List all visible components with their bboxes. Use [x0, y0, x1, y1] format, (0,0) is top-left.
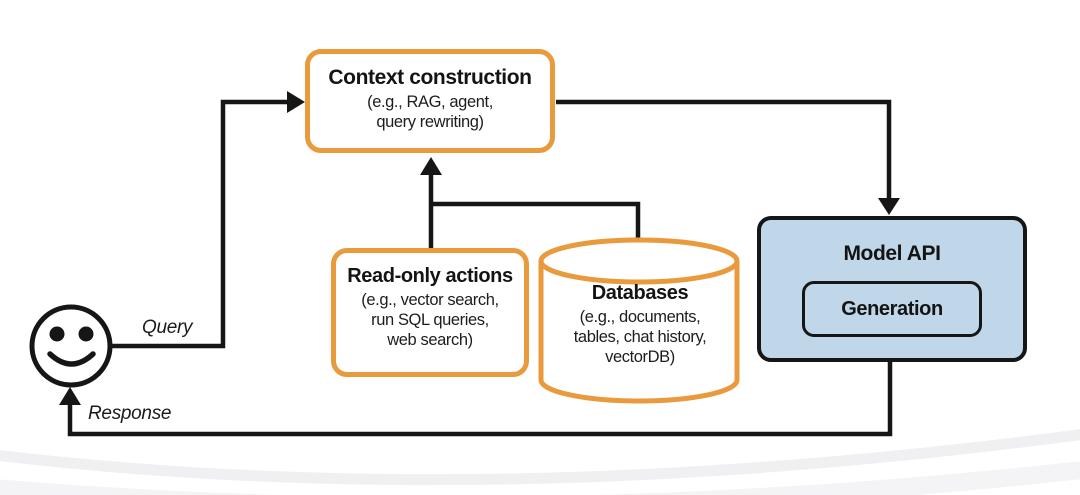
node-read-only-actions: Read-only actions (e.g., vector search, … [331, 248, 529, 377]
read-only-actions-subtitle-line: (e.g., vector search, [361, 291, 499, 309]
database-cylinder-icon [538, 237, 740, 404]
readonly-to-context-arrow [420, 157, 442, 249]
context-to-model-arrow [556, 99, 900, 215]
response-arrow [59, 361, 893, 437]
read-only-actions-title: Read-only actions [347, 265, 513, 287]
databases-subtitle-line: vectorDB) [605, 347, 675, 366]
query-arrow [111, 91, 305, 349]
generation-box: Generation [802, 281, 982, 338]
response-label: Response [88, 403, 172, 424]
background-swoosh [0, 429, 1080, 495]
node-databases: Databases (e.g., documents, tables, chat… [544, 281, 736, 367]
node-model-api: Model API Generation [757, 216, 1027, 362]
read-only-actions-subtitle-line: run SQL queries, [371, 310, 489, 329]
databases-branch-line [431, 201, 641, 252]
databases-subtitle-line: tables, chat history, [573, 327, 707, 346]
databases-title: Databases [591, 282, 689, 304]
query-label: Query [142, 317, 193, 338]
databases-subtitle: (e.g., documents, tables, chat history, … [544, 308, 736, 367]
smiley-face-icon [29, 304, 113, 388]
context-construction-subtitle-line: query rewriting) [376, 112, 484, 131]
node-context-construction: Context construction (e.g., RAG, agent, … [305, 49, 555, 153]
context-construction-title: Context construction [328, 66, 532, 89]
context-construction-subtitle: (e.g., RAG, agent, query rewriting) [310, 93, 550, 133]
read-only-actions-subtitle: (e.g., vector search, run SQL queries, w… [336, 291, 524, 350]
read-only-actions-subtitle-line: web search) [387, 330, 473, 349]
context-construction-subtitle-line: (e.g., RAG, agent, [367, 93, 493, 112]
databases-subtitle-line: (e.g., documents, [579, 308, 701, 326]
model-api-title: Model API [843, 242, 941, 265]
